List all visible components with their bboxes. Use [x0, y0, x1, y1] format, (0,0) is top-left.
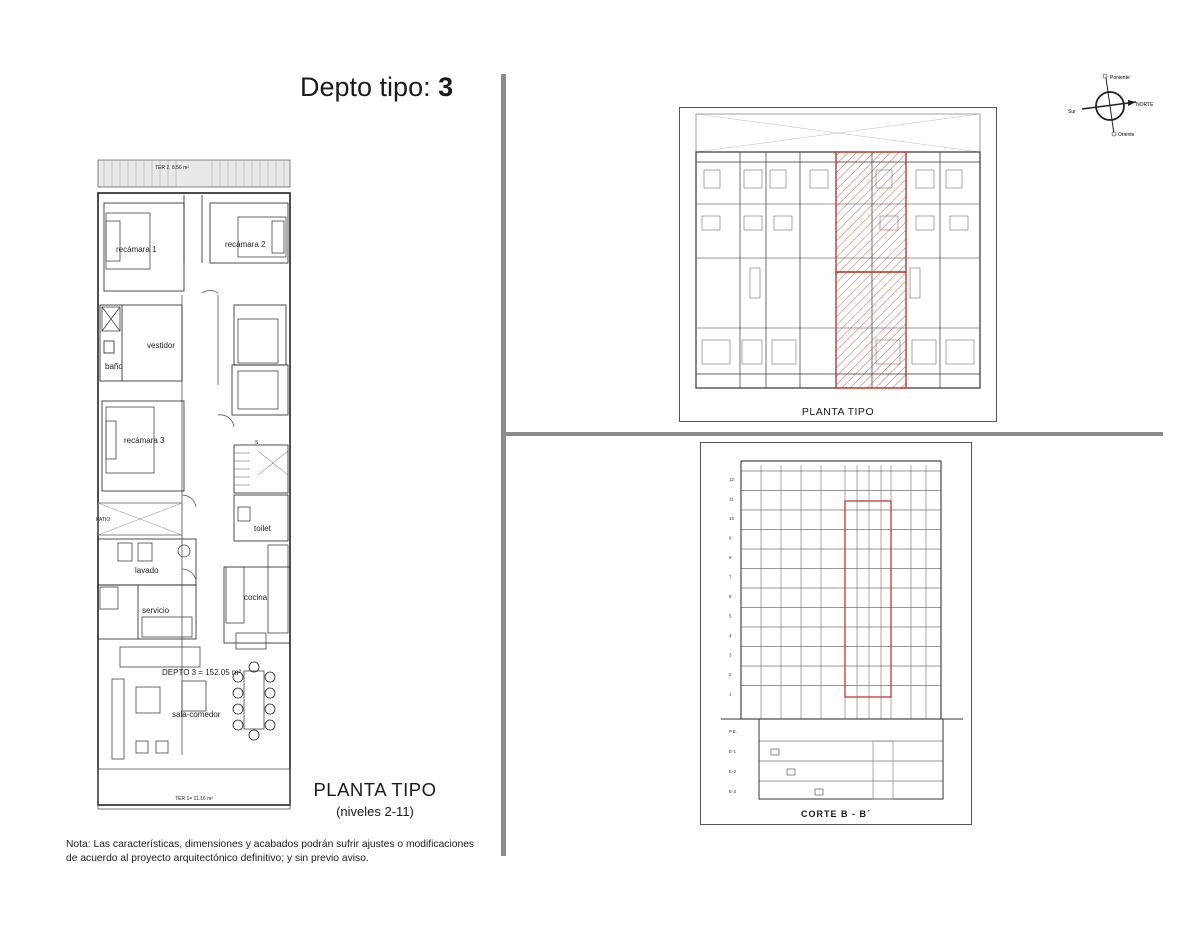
- room-recamara-1: recámara 1: [116, 245, 157, 254]
- corte-level-label: E-2: [729, 769, 737, 774]
- planta-tipo-sheet: PLANTA TIPO: [679, 107, 997, 422]
- compass-west: Poniente: [1110, 75, 1130, 81]
- plan-caption: PLANTA TIPO (niveles 2-11): [306, 779, 444, 819]
- room-cocina: cocina: [244, 593, 268, 602]
- corte-level-label: 8: [729, 555, 732, 560]
- corte-level-label: 6: [729, 594, 732, 599]
- room-lavado: lavado: [135, 566, 159, 575]
- room-sala-comedor: sala-comedor: [172, 710, 221, 719]
- stair-marker-s: S: [255, 440, 259, 446]
- horizontal-divider: [506, 432, 1163, 436]
- room-servicio: servicio: [142, 606, 170, 615]
- corte-level-label: 3: [729, 653, 732, 658]
- room-recamara-2: recámara 2: [225, 240, 266, 249]
- planta-tipo-drawing: [695, 113, 981, 389]
- room-bano: baño: [105, 362, 123, 371]
- title-number: 3: [438, 72, 454, 102]
- compass-east: Oriente: [1118, 132, 1135, 138]
- corte-level-label: 5: [729, 614, 732, 619]
- plan-caption-title: PLANTA TIPO: [313, 779, 437, 800]
- planta-tipo-label: PLANTA TIPO: [801, 406, 875, 418]
- corte-level-label: E-3: [729, 789, 737, 794]
- corte-level-label: P.B.: [729, 729, 737, 734]
- corte-level-label: 11: [729, 497, 734, 502]
- page-title: Depto tipo: 3: [300, 72, 500, 103]
- corte-level-label: 7: [729, 575, 732, 580]
- compass-south: Sur: [1068, 109, 1076, 115]
- corte-level-label: E-1: [729, 749, 737, 754]
- unit-floor-plan: TER 2. 8.56 m² recámara 1 recámara 2 ves…: [96, 159, 291, 810]
- corte-label: CORTE B - B´: [801, 809, 871, 819]
- corte-level-label: 1: [729, 692, 732, 697]
- room-toilet: toilet: [254, 524, 272, 533]
- vertical-divider: [501, 74, 506, 856]
- compass-north: NORTE: [1136, 102, 1154, 108]
- room-recamara-3: recámara 3: [124, 436, 165, 445]
- title-prefix: Depto tipo:: [300, 72, 431, 102]
- plan-caption-subtitle: (niveles 2-11): [336, 804, 414, 819]
- terrace-bottom-label: TER 1= 11.16 m²: [175, 796, 213, 802]
- corte-level-label: 4: [729, 633, 732, 638]
- corte-level-label: 10: [729, 516, 735, 521]
- corte-drawing: 12 11 10 9 8 7 6 5 4 3 2 1P.B. E-1E-2E-3: [721, 460, 963, 800]
- room-vestidor: vestidor: [147, 341, 175, 350]
- disclaimer-note: Nota: Las características, dimensiones y…: [66, 839, 475, 864]
- corte-unit-highlight: [844, 500, 892, 698]
- unit-area-label: DEPTO 3 = 152.05 m²: [162, 668, 242, 677]
- north-arrow-icon: Poniente Sur NORTE Oriente: [1068, 73, 1154, 138]
- corte-level-label: 9: [729, 536, 732, 541]
- unit-highlight: [835, 151, 907, 389]
- corte-level-label: 2: [729, 672, 732, 677]
- room-patio: PATIO: [96, 517, 110, 523]
- terrace-top-label: TER 2. 8.56 m²: [155, 165, 189, 171]
- corte-level-label: 12: [729, 477, 735, 482]
